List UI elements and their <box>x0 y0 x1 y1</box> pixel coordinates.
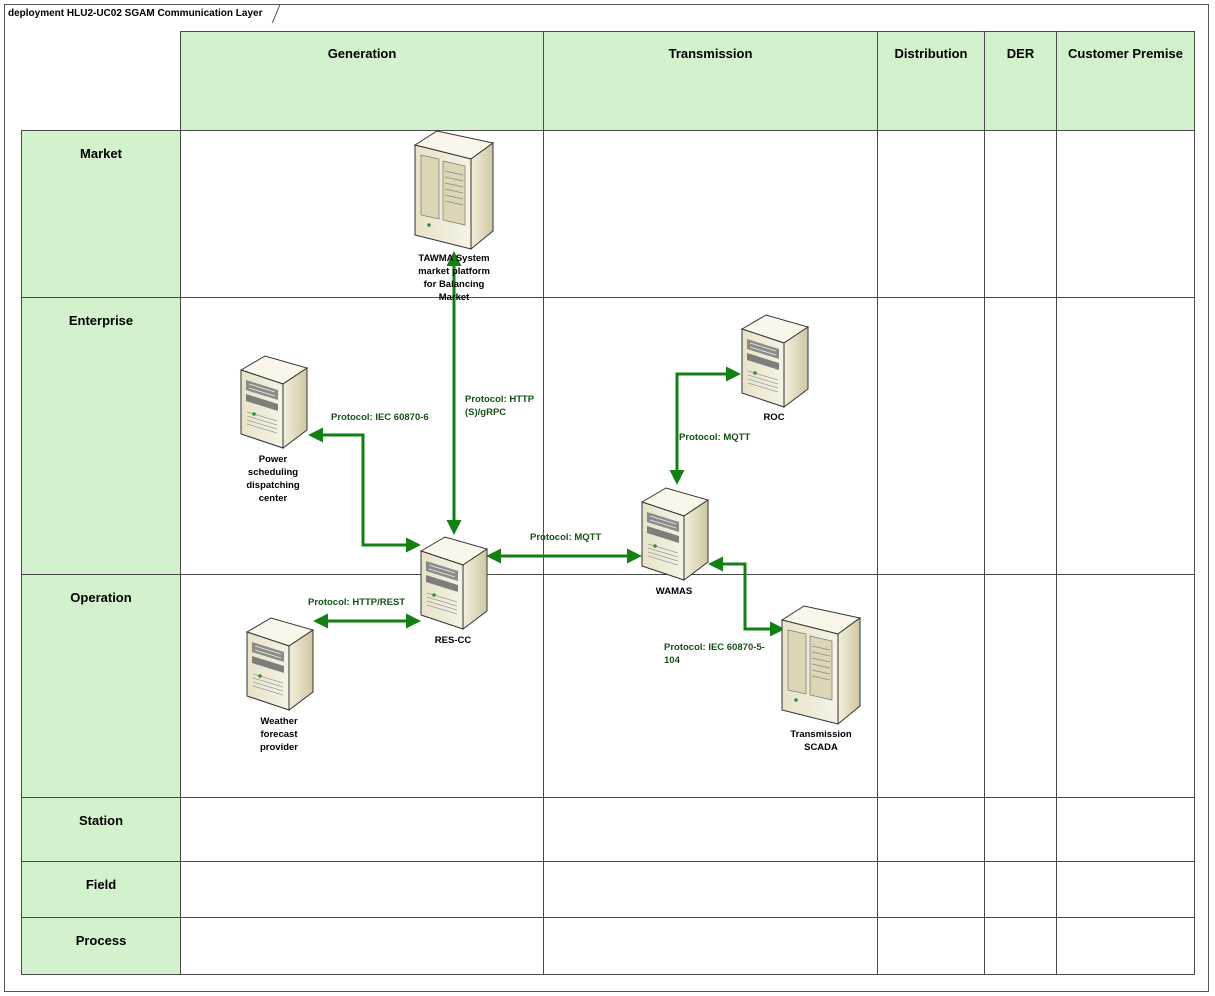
node-label-wamas: WAMAS <box>655 586 693 597</box>
node-label-power-scheduling: Power scheduling dispatching center <box>246 454 300 504</box>
row-header-operation: Operation <box>21 574 181 798</box>
row-header-station: Station <box>21 797 181 862</box>
edge-label-http-grpc: Protocol: HTTP (S)/gRPC <box>465 394 534 418</box>
edge-label-iec-60870-5-104: Protocol: IEC 60870-5-104 <box>664 642 765 666</box>
edge-label-mqtt-roc: Protocol: MQTT <box>679 432 751 443</box>
row-header-process: Process <box>21 917 181 975</box>
connector-wamas-scada <box>708 556 785 637</box>
edge-label-http-rest: Protocol: HTTP/REST <box>308 597 406 608</box>
rescc-server-icon[interactable] <box>420 536 488 630</box>
node-label-tawma: TAWMA System market platform for Balanci… <box>418 253 490 303</box>
edge-label-iec-60870-6: Protocol: IEC 60870-6 <box>331 412 429 423</box>
column-header-distribution: Distribution <box>877 31 985 131</box>
node-label-scada: Transmission SCADA <box>790 729 852 753</box>
wamas-server-icon[interactable] <box>641 487 709 581</box>
scada-server-icon[interactable] <box>781 605 861 725</box>
row-header-enterprise: Enterprise <box>21 297 181 575</box>
connector-wamas-roc <box>669 366 741 485</box>
title-tab <box>4 4 281 23</box>
roc-server-icon[interactable] <box>741 314 809 408</box>
column-header-der: DER <box>984 31 1057 131</box>
node-label-rescc: RES-CC <box>434 635 472 646</box>
diagram-title: deployment HLU2-UC02 SGAM Communication … <box>8 8 263 19</box>
connector-powersched-rescc <box>308 427 421 553</box>
row-header-field: Field <box>21 861 181 918</box>
power-scheduling-server-icon[interactable] <box>240 355 308 449</box>
tawma-server-icon[interactable] <box>414 130 494 250</box>
column-header-customer-premise: Customer Premise <box>1056 31 1195 131</box>
column-header-generation: Generation <box>180 31 544 131</box>
weather-server-icon[interactable] <box>246 617 314 711</box>
edge-label-mqtt-wamas: Protocol: MQTT <box>530 532 602 543</box>
node-label-weather: Weather forecast provider <box>259 716 298 753</box>
diagram-frame <box>4 4 1209 992</box>
node-label-roc: ROC <box>763 412 785 423</box>
